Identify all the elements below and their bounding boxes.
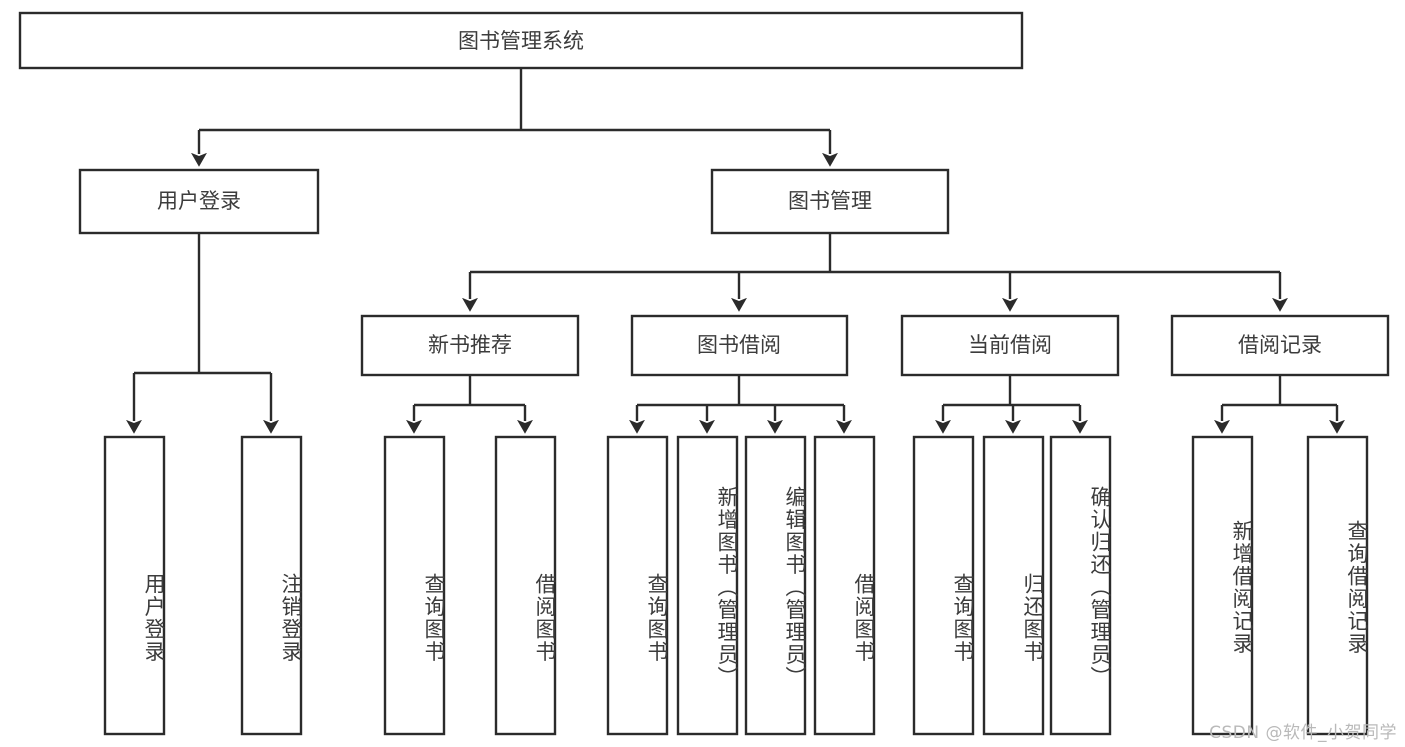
- node-borrow-record[interactable]: 借阅记录: [1170, 314, 1390, 377]
- node-current-borrow[interactable]: 当前借阅: [900, 314, 1120, 377]
- node-root-label: 图书管理系统: [458, 29, 584, 53]
- node-new-book-recommend-label: 新书推荐: [428, 333, 512, 357]
- node-book-management-label: 图书管理: [788, 189, 872, 213]
- leaf-box-confirm-return[interactable]: [1049, 435, 1112, 736]
- leaf-box-add-record[interactable]: [1191, 435, 1254, 736]
- connector-current-borrow-to-leaves: [935, 375, 1088, 434]
- connector-root-to-level2: [191, 68, 838, 167]
- node-current-borrow-box[interactable]: [900, 314, 1120, 377]
- leaf-box-return-book[interactable]: [982, 435, 1045, 736]
- connector-book-management-to-level3: [462, 233, 1288, 312]
- csdn-watermark: CSDN @软件_小贺同学: [1209, 723, 1397, 743]
- node-root-box[interactable]: [18, 11, 1024, 70]
- node-new-book-recommend[interactable]: 新书推荐: [360, 314, 580, 377]
- leaf-box-query-book-3[interactable]: [912, 435, 975, 736]
- node-user-login[interactable]: 用户登录: [78, 168, 320, 235]
- leaf-box-query-book-2[interactable]: [606, 435, 669, 736]
- node-book-borrow[interactable]: 图书借阅: [630, 314, 849, 377]
- connector-user-login-to-leaves: [126, 233, 279, 434]
- node-root[interactable]: 图书管理系统: [18, 11, 1024, 70]
- leaf-box-query-record[interactable]: [1306, 435, 1369, 736]
- node-current-borrow-label: 当前借阅: [968, 333, 1052, 357]
- leaf-box-edit-book[interactable]: [744, 435, 807, 736]
- node-book-borrow-label: 图书借阅: [697, 333, 781, 357]
- node-new-book-recommend-box[interactable]: [360, 314, 580, 377]
- leaf-box-borrow-book-2[interactable]: [813, 435, 876, 736]
- connector-new-book-recommend-to-leaves: [406, 375, 533, 434]
- connector-borrow-record-to-leaves: [1214, 375, 1345, 434]
- node-user-login-label: 用户登录: [157, 189, 241, 213]
- leaf-box-query-book-1[interactable]: [383, 435, 446, 736]
- leaf-box-add-book[interactable]: [676, 435, 739, 736]
- leaf-box-logout-login[interactable]: [240, 435, 303, 736]
- leaf-box-borrow-book-1[interactable]: [494, 435, 557, 736]
- node-user-login-box[interactable]: [78, 168, 320, 235]
- node-borrow-record-label: 借阅记录: [1238, 333, 1322, 357]
- node-book-management[interactable]: 图书管理: [710, 168, 950, 235]
- leaf-box-user-login[interactable]: [103, 435, 166, 736]
- connector-book-borrow-to-leaves: [629, 375, 852, 434]
